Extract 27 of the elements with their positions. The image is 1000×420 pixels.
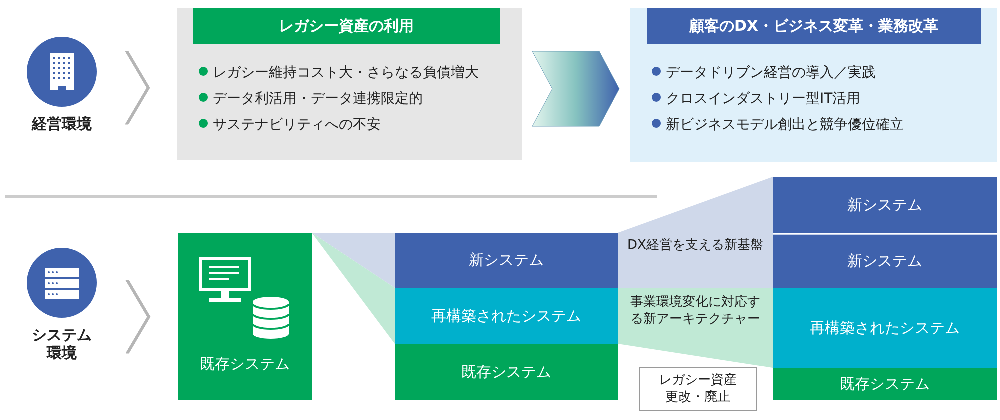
system-layer: 既存システム: [395, 344, 618, 400]
caption-text: システム環境: [31, 326, 93, 362]
system-layer: 新システム: [773, 234, 997, 288]
chevron-arrow: [125, 51, 150, 125]
bullet-item: サステナビリティへの不安: [199, 116, 381, 134]
system-layer: 新システム: [773, 177, 997, 233]
bullet-item: クロスインダストリー型IT活用: [652, 90, 861, 108]
bullet-item: データ利活用・データ連携限定的: [199, 90, 423, 108]
caption-text: 経営環境: [30, 115, 93, 133]
system-layer: 既存システム: [773, 368, 997, 400]
panel-heading: 顧客のDX・ビジネス変革・業務改革: [647, 8, 981, 44]
system-layer: 再構築されたシステム: [395, 288, 618, 344]
info-panel: [630, 8, 997, 162]
bullet-item: データドリブン経営の導入／実践: [652, 64, 876, 82]
system-layer: 新システム: [395, 233, 618, 288]
box-label: 既存システム: [199, 355, 291, 373]
panel-heading: レガシー資産の利用: [193, 8, 500, 44]
system-panel: [178, 233, 312, 400]
bullet-item: レガシー維持コスト大・さらなる負債増大: [199, 64, 479, 82]
chevron-arrow: [532, 51, 620, 127]
bullet-item: 新ビジネスモデル創出と競争優位確立: [652, 116, 904, 134]
band-label: 事業環境変化に対応する新アーキテクチャー: [630, 294, 762, 328]
system-layer: 再構築されたシステム: [773, 288, 997, 368]
info-panel: [177, 8, 522, 160]
band-label: DX経営を支える新基盤: [626, 237, 764, 254]
chevron-arrow: [126, 280, 151, 354]
note-box: レガシー資産更改・廃止: [639, 367, 757, 411]
